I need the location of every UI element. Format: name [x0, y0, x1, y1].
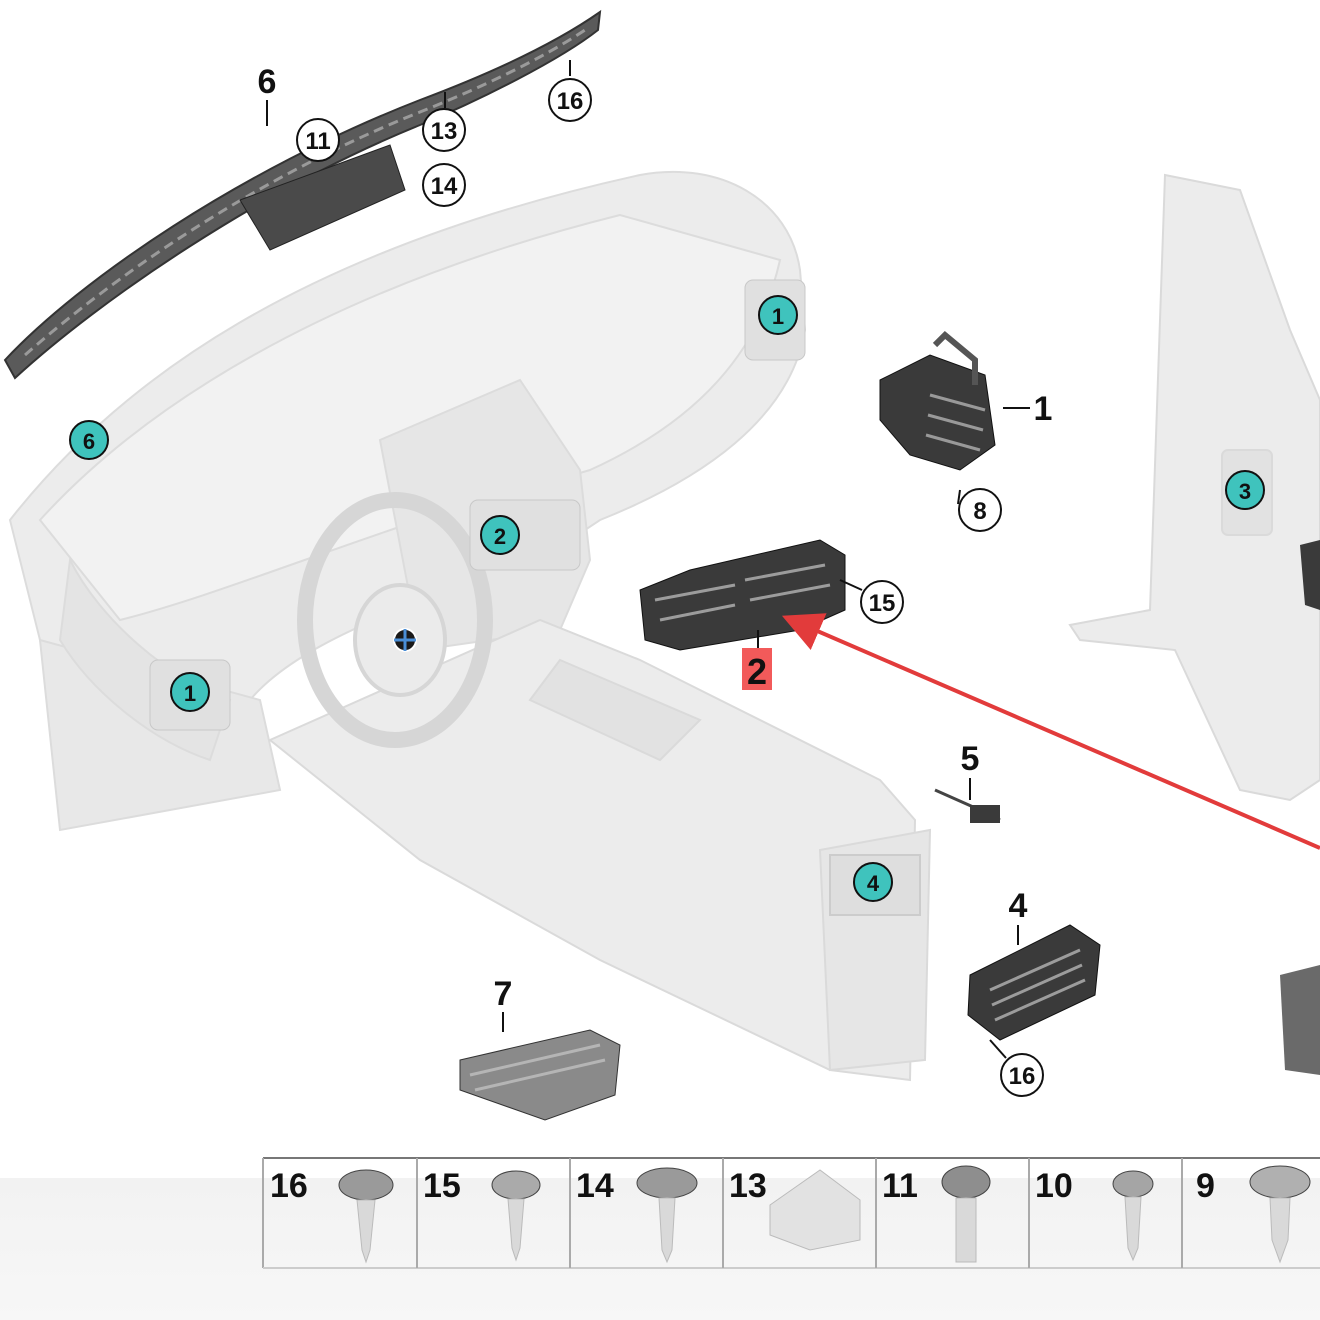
label-14: 14	[431, 173, 458, 200]
vent-part-7	[459, 1029, 621, 1121]
fastener-legend: 16 15 14 13 11 10	[262, 1157, 1320, 1269]
screw-pan-icon	[491, 1170, 541, 1262]
bolt-hex-icon	[941, 1165, 991, 1263]
svg-text:3: 3	[1239, 479, 1251, 504]
label-4: 4	[1009, 887, 1028, 925]
legend-num-10: 10	[1035, 1167, 1073, 1205]
label-6: 6	[258, 63, 277, 101]
label-2-highlighted: 2	[747, 651, 767, 692]
legend-num-15: 15	[423, 1167, 461, 1205]
callout-4-console: 4	[853, 862, 893, 902]
steering-wheel-illustration	[297, 492, 493, 748]
pillar-trim-illustration	[1068, 173, 1320, 802]
label-13: 13	[431, 118, 458, 145]
label-1: 1	[1034, 390, 1053, 428]
label-8: 8	[973, 498, 986, 525]
part-labels: 6 11 13 14 16 1 8 15 2 5 4 16 7	[258, 63, 1053, 1097]
svg-text:6: 6	[83, 429, 95, 454]
vent-part-1	[879, 330, 996, 471]
cable-part-5	[934, 788, 1001, 823]
label-16-top: 16	[557, 88, 584, 115]
legend-num-14: 14	[576, 1167, 614, 1205]
label-5: 5	[961, 740, 980, 778]
legend-num-16: 16	[270, 1167, 308, 1205]
callout-1-dash-right: 1	[758, 295, 798, 335]
label-16-bottom: 16	[1009, 1063, 1036, 1090]
callout-2-center: 2	[480, 515, 520, 555]
pillar-vent-partial	[1280, 540, 1320, 1075]
callout-6-trim: 6	[69, 420, 109, 460]
trim-strip-part	[3, 9, 602, 380]
clip-nut-icon	[769, 1169, 861, 1251]
callout-3-pillar: 3	[1225, 470, 1265, 510]
vent-part-4	[967, 924, 1101, 1041]
svg-text:4: 4	[867, 871, 880, 896]
center-console-illustration	[268, 618, 932, 1082]
callout-1-dash-left: 1	[170, 672, 210, 712]
svg-text:1: 1	[184, 681, 196, 706]
svg-text:2: 2	[494, 524, 506, 549]
legend-num-13: 13	[729, 1167, 767, 1205]
label-11: 11	[305, 128, 330, 155]
screw-washer-icon	[636, 1167, 698, 1264]
vent-part-2	[639, 539, 846, 651]
highlight-box	[742, 648, 772, 690]
svg-text:1: 1	[772, 304, 784, 329]
screw-small-icon	[1112, 1170, 1154, 1262]
leader-lines	[266, 60, 1030, 1059]
label-7: 7	[494, 975, 513, 1013]
rivet-icon	[1249, 1165, 1311, 1264]
highlight-arrow	[781, 613, 1320, 850]
label-15: 15	[869, 590, 896, 617]
legend-num-9: 9	[1196, 1167, 1215, 1205]
screw-round-icon	[338, 1169, 394, 1264]
legend-num-11: 11	[882, 1167, 918, 1205]
